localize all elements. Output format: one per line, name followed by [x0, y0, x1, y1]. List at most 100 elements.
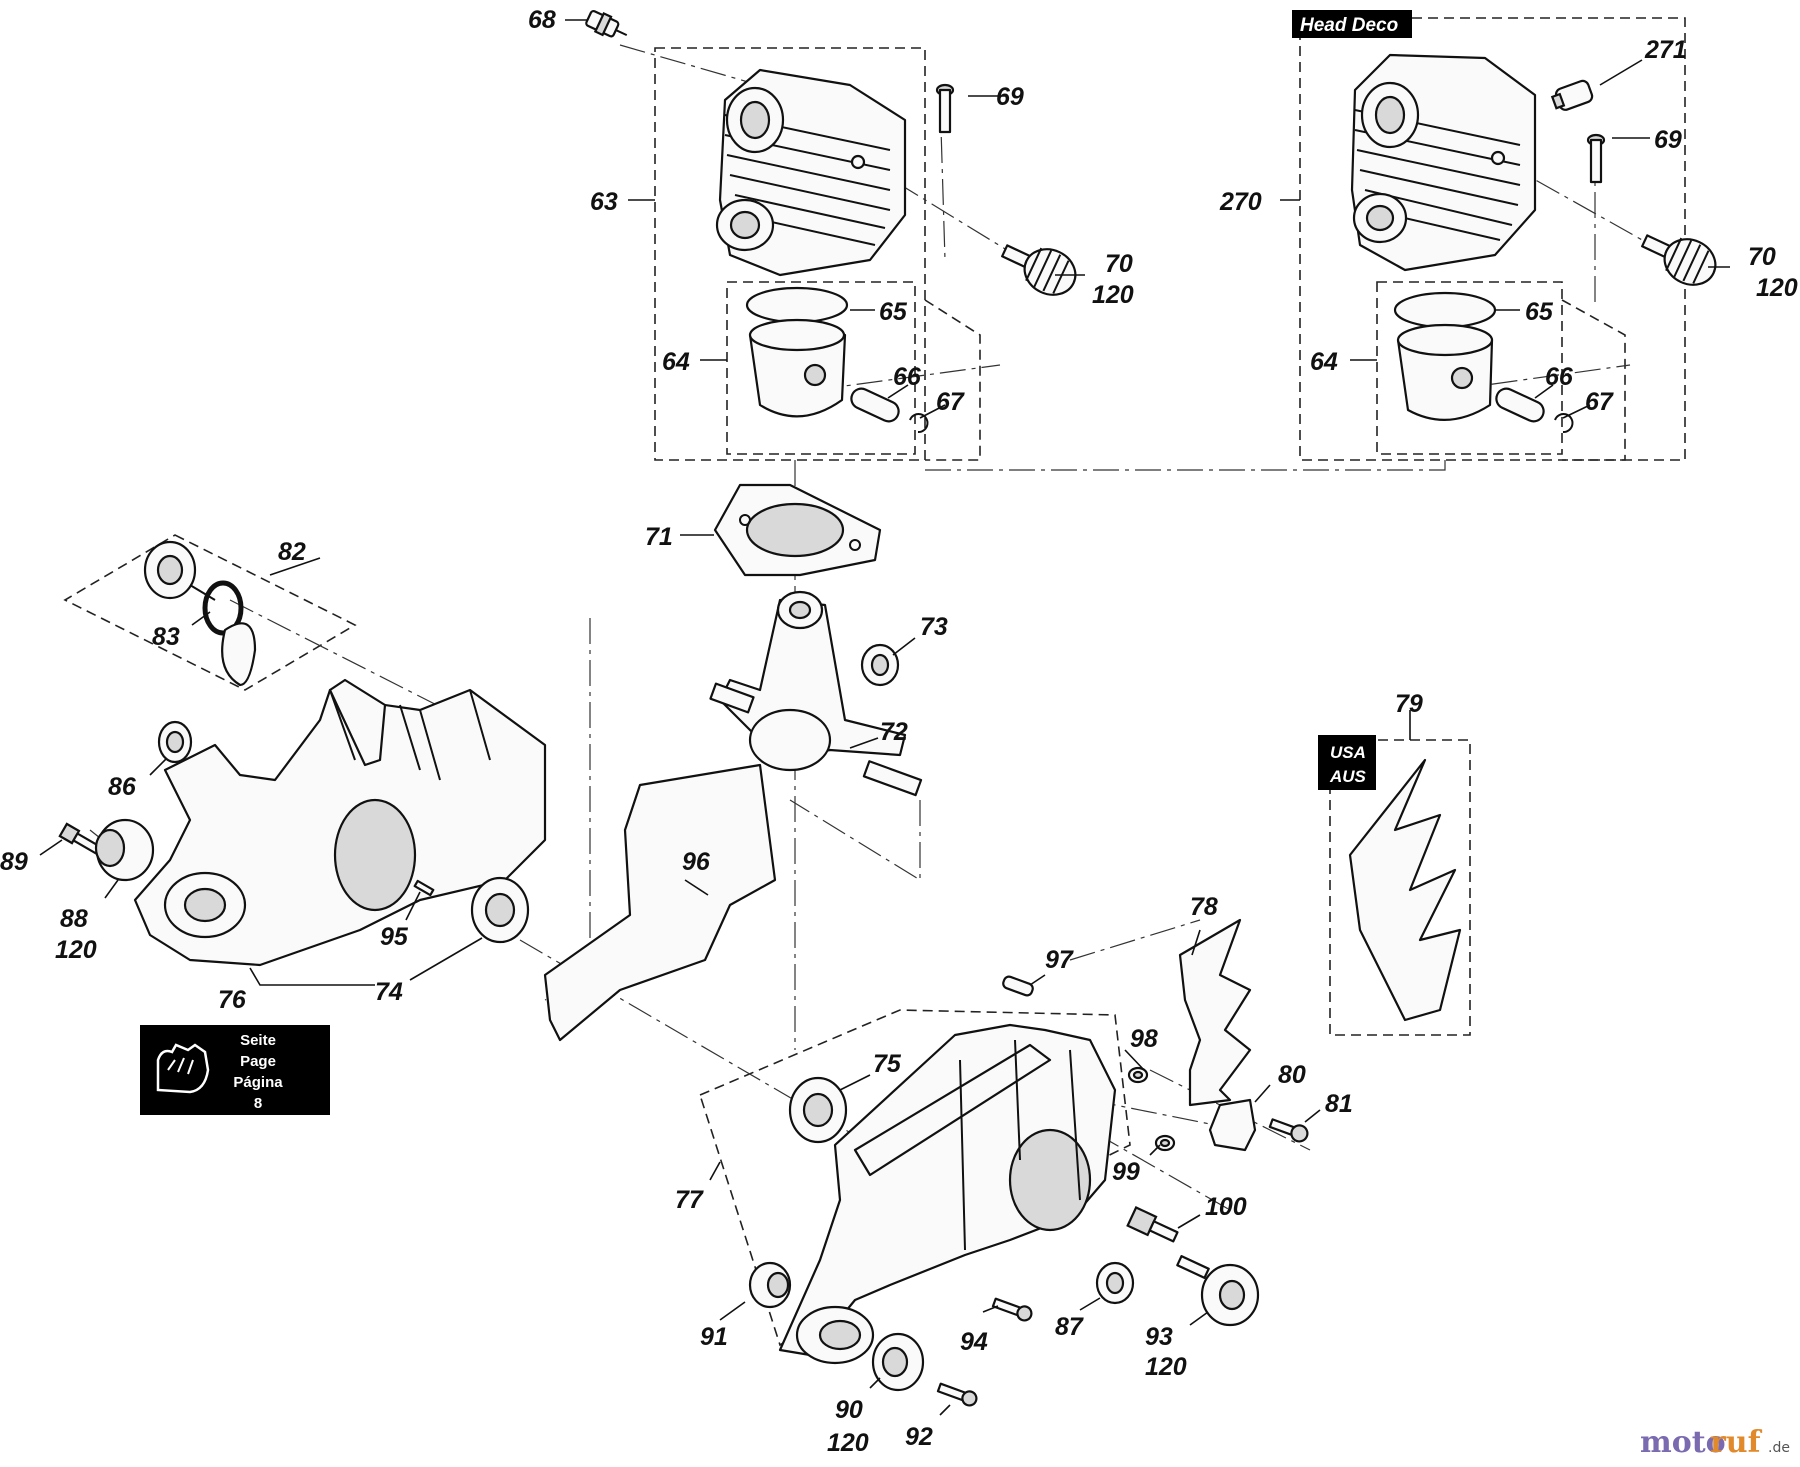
- piston-box-offset-left: [924, 299, 981, 461]
- label-64a: 64: [662, 348, 690, 376]
- bearing-75: [788, 1076, 848, 1144]
- oil-seal-86: [157, 720, 193, 764]
- o-ring-83: [202, 580, 244, 636]
- axis-pin-right: [1449, 364, 1631, 391]
- watermark: moto ruf .de: [1640, 1425, 1790, 1460]
- label-69a: 69: [996, 83, 1024, 111]
- cylinder-link-axis: [925, 455, 1446, 471]
- piston-pin-66a: [850, 387, 900, 423]
- screw-81: [1268, 1118, 1309, 1143]
- label-82: 82: [278, 538, 306, 566]
- watermark-part1: moto: [1640, 1425, 1726, 1460]
- label-80: 80: [1278, 1061, 1306, 1089]
- part-labels: 68 69 63 70 120 65 64 66 67 271 69 270 7…: [0, 6, 1798, 1457]
- crankcase-gasket-96: [543, 763, 777, 1042]
- page-ref-line3: Página: [233, 1074, 283, 1091]
- label-70a: 70: [1105, 250, 1133, 278]
- label-65b: 65: [1525, 298, 1554, 326]
- chain-catcher-usa-box: [1329, 739, 1471, 1036]
- plug-82: [143, 540, 216, 601]
- label-87: 87: [1055, 1313, 1084, 1341]
- center-axis-left: [544, 618, 591, 1001]
- label-76: 76: [218, 986, 247, 1014]
- label-100: 100: [1205, 1193, 1247, 1221]
- parts: [58, 10, 1717, 1407]
- needle-cage-73: [860, 643, 900, 687]
- crankcase-right-box: [699, 1009, 1131, 1347]
- crank-axis-box: [789, 799, 921, 882]
- axis-70a: [859, 159, 1016, 256]
- label-79: 79: [1395, 690, 1423, 718]
- label-120d: 120: [1145, 1353, 1187, 1381]
- head-deco-tag: Head Deco: [1292, 10, 1412, 38]
- label-78: 78: [1190, 893, 1218, 921]
- stud-100: [1126, 1206, 1179, 1243]
- label-271: 271: [1644, 36, 1687, 64]
- screw-69b: [1586, 133, 1606, 184]
- aus-tag-text: AUS: [1329, 767, 1367, 786]
- label-63: 63: [590, 188, 618, 216]
- crankcase-left-76: [133, 678, 547, 967]
- label-86: 86: [108, 773, 137, 801]
- axis-pin-left: [814, 364, 1001, 391]
- crankcase-right-77: [778, 1023, 1117, 1365]
- screw-94: [991, 1297, 1033, 1322]
- head-deco-tag-text: Head Deco: [1300, 15, 1398, 36]
- axis-69a: [939, 94, 946, 261]
- label-120b: 120: [1756, 274, 1798, 302]
- sleeve-87: [1095, 1261, 1135, 1305]
- label-65a: 65: [879, 298, 908, 326]
- usa-tag-text: USA: [1330, 743, 1366, 762]
- piston-pin-66b: [1495, 387, 1545, 423]
- av-spring-70b: [1641, 234, 1717, 286]
- label-95: 95: [380, 923, 409, 951]
- label-94: 94: [960, 1328, 988, 1356]
- label-67b: 67: [1585, 388, 1614, 416]
- crankshaft-72: [709, 590, 923, 797]
- dowel-pin-95: [413, 879, 435, 897]
- decompression-valve-271: [1550, 79, 1594, 111]
- cylinder-270: [1350, 53, 1537, 272]
- spike-plate-80: [1208, 1098, 1257, 1152]
- label-88: 88: [60, 905, 88, 933]
- cylinder-assembly-box-left: [654, 47, 926, 461]
- piston-ring-65a: [745, 286, 849, 324]
- page-ref-line2: Page: [240, 1053, 276, 1070]
- screw-69a: [935, 83, 955, 134]
- watermark-part3: .de: [1768, 1440, 1790, 1456]
- sleeve-91: [748, 1261, 792, 1309]
- label-93: 93: [1145, 1323, 1173, 1351]
- label-120a: 120: [1092, 281, 1134, 309]
- screw-98: [1127, 1066, 1149, 1084]
- label-92: 92: [905, 1423, 933, 1451]
- spike-bumper-78: [1178, 918, 1252, 1107]
- label-72: 72: [880, 718, 908, 746]
- cylinder-gasket-71: [713, 483, 882, 577]
- label-89: 89: [0, 848, 28, 876]
- piston-box-offset-right: [1561, 299, 1626, 461]
- label-69b: 69: [1654, 126, 1682, 154]
- cylinder-63: [715, 68, 907, 277]
- label-97: 97: [1045, 946, 1074, 974]
- label-71: 71: [645, 523, 673, 551]
- label-91: 91: [700, 1323, 728, 1351]
- plug-99: [1154, 1134, 1176, 1152]
- label-74: 74: [375, 978, 403, 1006]
- filter-strap: [221, 622, 257, 687]
- label-120e: 120: [827, 1429, 869, 1457]
- label-99: 99: [1112, 1158, 1140, 1186]
- piston-64b: [1396, 323, 1494, 421]
- piston-assembly-box-right: [1376, 281, 1563, 455]
- screw-92: [936, 1382, 978, 1407]
- label-83: 83: [152, 623, 180, 651]
- circlip-67a: [909, 413, 929, 434]
- label-270: 270: [1219, 188, 1262, 216]
- page-ref-line1: Seite: [240, 1032, 276, 1049]
- piston-assembly-box-left: [726, 281, 916, 455]
- axis-70b: [1499, 159, 1661, 251]
- bearing-74: [470, 876, 530, 944]
- plug-assembly-box: [63, 534, 357, 691]
- cylinder-assembly-box-right: [1299, 17, 1686, 461]
- label-66b: 66: [1545, 363, 1574, 391]
